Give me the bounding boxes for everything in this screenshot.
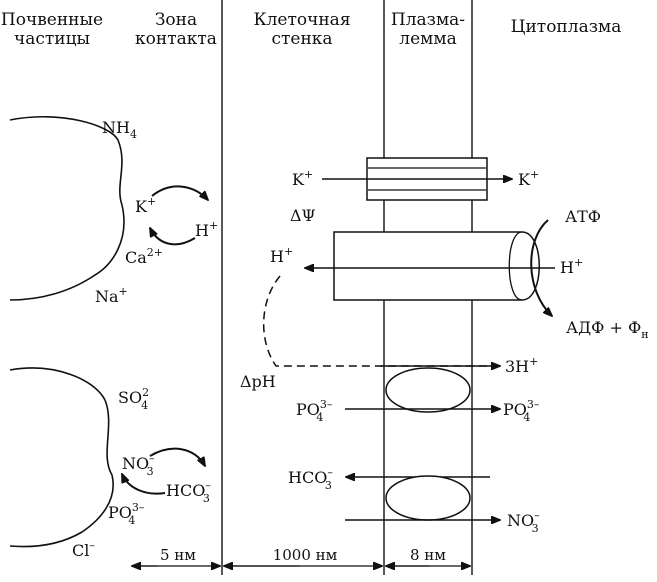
ion-no3-soil: NO–3 bbox=[122, 452, 155, 478]
ion-no3-out: NO–3 bbox=[507, 509, 540, 535]
header-plasmalemma-line1: Плазма- bbox=[391, 10, 465, 30]
header-cytoplasm: Цитоплазма bbox=[511, 17, 622, 37]
ion-na: Na+ bbox=[95, 285, 128, 306]
ion-cl: Cl– bbox=[72, 539, 95, 560]
ion-po4-in: PO3–4 bbox=[296, 398, 333, 424]
exchange-arrow-h-to-k bbox=[150, 228, 196, 246]
header-soil-particles-line1: Почвенные bbox=[1, 10, 103, 30]
header-cell-wall-line1: Клеточная bbox=[253, 10, 350, 30]
atp-hydrolysis-arrow bbox=[530, 219, 552, 316]
header-plasmalemma-line2: лемма bbox=[399, 29, 456, 49]
ion-h-right: H+ bbox=[560, 256, 583, 277]
ion-po4-soil: PO3–4 bbox=[108, 501, 145, 527]
ion-k-in: K+ bbox=[292, 168, 313, 189]
exchange-arrow-hco3-to-no3 bbox=[122, 474, 166, 495]
symporter-1 bbox=[385, 367, 471, 413]
dim-plasmalemma: 8 нм bbox=[410, 546, 446, 564]
ion-three-h: 3H+ bbox=[505, 355, 538, 376]
ion-k-soil: K+ bbox=[135, 195, 156, 216]
ion-ca: Ca2+ bbox=[125, 246, 163, 267]
h-atpase-pump bbox=[333, 231, 540, 301]
exchange-arrow-k-to-h bbox=[151, 185, 208, 200]
dim-cell-wall: 1000 нм bbox=[273, 546, 338, 564]
ion-k-out: K+ bbox=[518, 168, 539, 189]
header-soil-particles-line2: частицы bbox=[14, 29, 90, 49]
exchange-arrow-no3-to-hco3 bbox=[149, 447, 205, 466]
label-delta-psi: ΔΨ bbox=[290, 206, 316, 225]
ion-nh4: NH4 bbox=[102, 118, 137, 141]
soil-particle-1-outline bbox=[9, 116, 125, 301]
ion-hco3-contact: HCO–3 bbox=[166, 479, 211, 505]
ion-po4-out: PO3–4 bbox=[503, 398, 540, 424]
ion-h-contact: H+ bbox=[195, 219, 218, 240]
header-cell-wall-line2: стенка bbox=[271, 29, 332, 49]
ion-hco3-membrane: HCO–3 bbox=[288, 466, 333, 492]
soil-particle-2-outline bbox=[9, 367, 114, 548]
ion-h-left: H+ bbox=[270, 245, 293, 266]
proton-gradient-dashed-path bbox=[262, 275, 500, 367]
label-atp: АТФ bbox=[565, 207, 601, 226]
header-contact-zone-line1: Зона bbox=[155, 10, 197, 30]
h-atpase-pump-end bbox=[508, 231, 523, 301]
dim-contact-zone: 5 нм bbox=[160, 546, 196, 564]
header-contact-zone-line2: контакта bbox=[135, 29, 217, 49]
symporter-2 bbox=[385, 475, 471, 521]
label-adp: АДФ + Фн bbox=[566, 318, 649, 341]
label-delta-ph: ΔpH bbox=[240, 372, 276, 391]
